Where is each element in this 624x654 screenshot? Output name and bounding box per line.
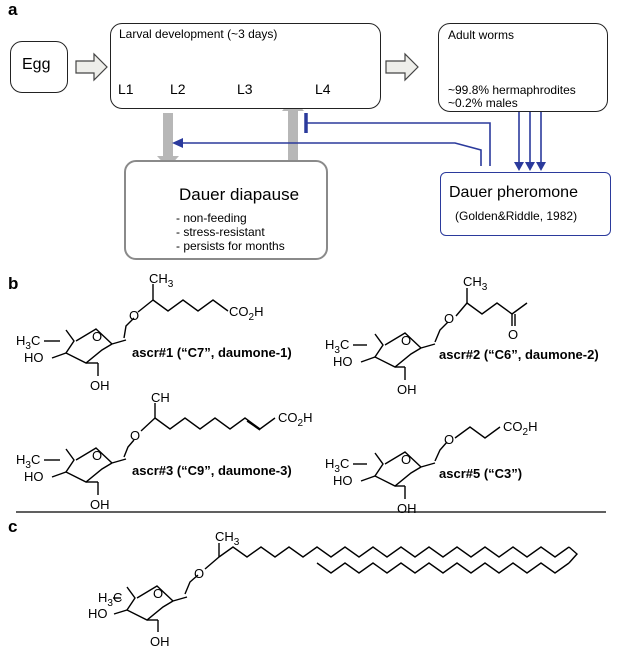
svg-text:O: O	[508, 327, 518, 342]
svg-text:CH3: CH3	[149, 271, 174, 290]
adult-box	[438, 23, 608, 112]
activation-head	[172, 138, 183, 148]
dauer-item-2: - stress-resistant	[176, 225, 265, 239]
exit-arrow-shaft	[288, 110, 298, 166]
ascr5-atoms: O O CO2H H3C HO OH	[325, 419, 537, 516]
ascr1-name: ascr#1 (“C7”, daumone-1)	[132, 345, 292, 360]
svg-text:H3C: H3C	[325, 456, 349, 475]
dauer-title: Dauer diapause	[179, 185, 300, 204]
panel-c-letter: c	[8, 517, 18, 536]
svg-text:O: O	[129, 308, 139, 323]
svg-text:OH: OH	[90, 497, 110, 512]
svg-text:OH: OH	[90, 378, 110, 393]
dauer-item-1: - non-feeding	[176, 211, 247, 225]
svg-text:CO2H: CO2H	[278, 410, 312, 429]
svg-text:H3C: H3C	[16, 333, 40, 352]
svg-text:HO: HO	[24, 350, 44, 365]
ascr3-name: ascr#3 (“C9”, daumone-3)	[132, 463, 292, 478]
ascr2-name: ascr#2 (“C6”, daumone-2)	[439, 347, 599, 362]
dauer-box	[124, 160, 328, 260]
svg-text:HO: HO	[88, 606, 108, 621]
svg-text:O: O	[153, 586, 163, 601]
svg-text:H3C: H3C	[98, 590, 122, 609]
svg-text:H3C: H3C	[16, 452, 40, 471]
ascr1-structure	[44, 284, 229, 376]
stage-l4: L4	[315, 81, 331, 97]
svg-text:CO2H: CO2H	[229, 304, 263, 323]
pheromone-title: Dauer pheromone	[449, 184, 578, 201]
ascr5-structure	[353, 426, 501, 499]
svg-text:CO2H: CO2H	[503, 419, 537, 438]
svg-text:HO: HO	[333, 473, 353, 488]
secretion-arrow-head-2	[525, 162, 535, 171]
ascr1-atoms: CH3 O O CO2H H3C HO OH	[16, 271, 263, 393]
adult-title: Adult worms	[448, 28, 515, 42]
svg-text:OH: OH	[397, 501, 417, 516]
panel-c-atoms: CH3 O O H3C HO OH	[88, 529, 240, 649]
stage-l3: L3	[237, 81, 253, 97]
svg-text:CH: CH	[151, 390, 170, 405]
ascr2-atoms: CH3 O O O H3C HO OH	[325, 274, 518, 397]
adult-males: ~0.2% males	[448, 96, 518, 110]
panel-a-letter: a	[8, 0, 18, 19]
svg-text:O: O	[401, 452, 411, 467]
ascr2-structure	[353, 288, 528, 380]
pheromone-reference: (Golden&Riddle, 1982)	[455, 209, 578, 223]
adult-hermaphrodites: ~99.8% hermaphrodites	[448, 83, 576, 97]
activation-line	[180, 142, 482, 166]
svg-text:HO: HO	[333, 354, 353, 369]
svg-text:CH3: CH3	[215, 529, 240, 548]
svg-text:OH: OH	[397, 382, 417, 397]
panel-c-structure	[113, 543, 578, 632]
ascr3-structure	[44, 403, 276, 495]
inhibition-line	[307, 122, 491, 166]
dauer-item-3: - persists for months	[176, 239, 285, 253]
larval-box	[110, 23, 381, 109]
svg-text:O: O	[401, 333, 411, 348]
entry-arrow-shaft	[163, 113, 173, 157]
svg-text:O: O	[92, 329, 102, 344]
svg-text:HO: HO	[24, 469, 44, 484]
svg-text:O: O	[92, 448, 102, 463]
svg-text:CH3: CH3	[463, 274, 488, 293]
svg-text:O: O	[130, 428, 140, 443]
svg-text:O: O	[444, 432, 454, 447]
larva-to-adult-arrow	[385, 52, 419, 82]
svg-text:O: O	[444, 311, 454, 326]
panel-b-letter: b	[8, 274, 19, 293]
egg-label: Egg	[22, 56, 51, 73]
stage-l1: L1	[118, 81, 134, 97]
secretion-arrow-head-3	[536, 162, 546, 171]
svg-text:O: O	[194, 566, 204, 581]
stage-l2: L2	[170, 81, 186, 97]
svg-text:OH: OH	[150, 634, 170, 649]
larval-title: Larval development (~3 days)	[119, 27, 278, 41]
pheromone-box	[440, 172, 611, 236]
ascr5-name: ascr#5 (“C3”)	[439, 466, 523, 481]
secretion-arrow-head-1	[514, 162, 524, 171]
egg-to-larva-arrow	[75, 52, 108, 82]
ascr3-atoms: CH O O CO2H H3C HO OH	[16, 390, 312, 512]
egg-box	[10, 41, 68, 93]
svg-text:H3C: H3C	[325, 337, 349, 356]
